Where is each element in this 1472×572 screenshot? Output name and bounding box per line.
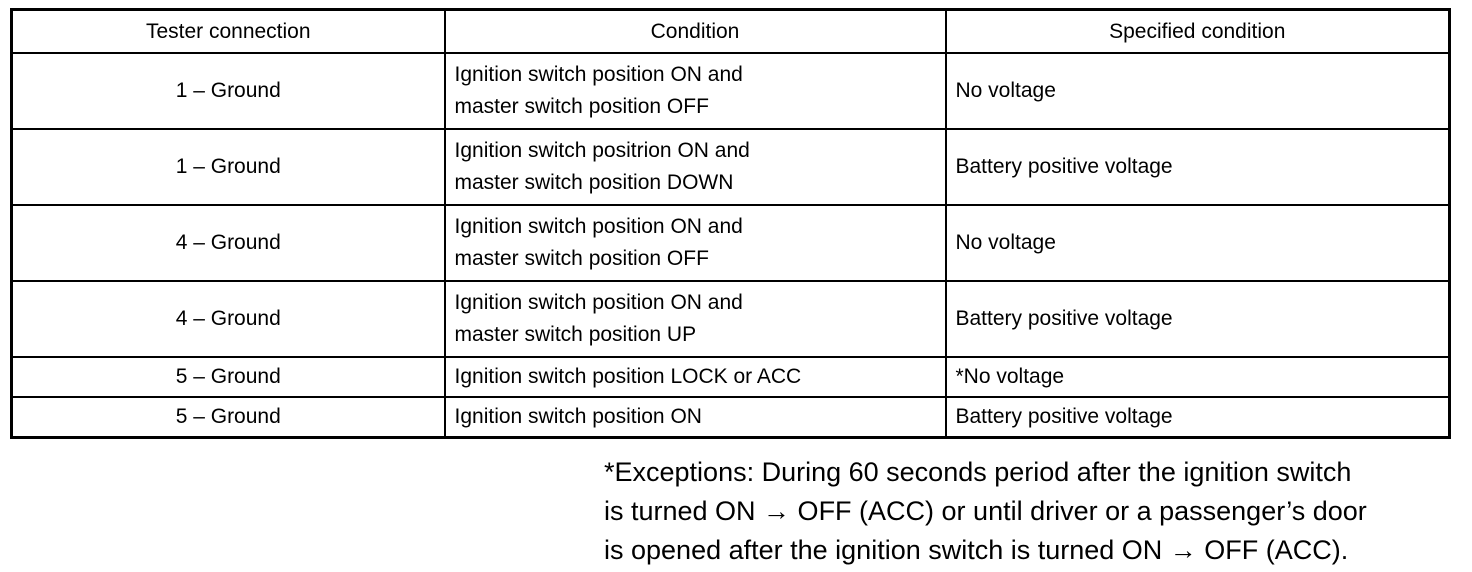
footnote-line: is turned ON → OFF (ACC) or until driver… — [604, 496, 1367, 526]
specified-condition-cell: Battery positive voltage — [944, 280, 1451, 358]
footnote-line: *Exceptions: During 60 seconds period af… — [604, 457, 1352, 487]
table-row: 5 – Ground Ignition switch position LOCK… — [10, 356, 1451, 398]
condition-cell: Ignition switch position ON and master s… — [443, 280, 947, 358]
tester-connection-table: Tester connection Condition Specified co… — [10, 8, 1451, 439]
condition-cell: Ignition switch positrion ON and master … — [443, 128, 947, 206]
tester-connection-cell: 5 – Ground — [10, 356, 446, 398]
header-condition: Condition — [443, 8, 947, 54]
condition-line: master switch position UP — [454, 323, 697, 346]
table-row: 4 – Ground Ignition switch position ON a… — [10, 280, 1451, 358]
condition-line: master switch position OFF — [454, 95, 709, 118]
condition-line: Ignition switch position ON and — [454, 215, 743, 238]
tester-connection-cell: 4 – Ground — [10, 204, 446, 282]
table-row: 1 – Ground Ignition switch positrion ON … — [10, 128, 1451, 206]
specified-condition-cell: *No voltage — [944, 356, 1451, 398]
condition-line: master switch position DOWN — [454, 171, 734, 194]
condition-cell: Ignition switch position ON and master s… — [443, 204, 947, 282]
specified-condition-cell: Battery positive voltage — [944, 128, 1451, 206]
tester-connection-cell: 1 – Ground — [10, 128, 446, 206]
condition-cell: Ignition switch position LOCK or ACC — [443, 356, 947, 398]
table-row: 1 – Ground Ignition switch position ON a… — [10, 52, 1451, 130]
footnote-line: is opened after the ignition switch is t… — [604, 535, 1349, 565]
specified-condition-cell: No voltage — [944, 52, 1451, 130]
condition-line: Ignition switch position LOCK or ACC — [454, 365, 802, 388]
table-header-row: Tester connection Condition Specified co… — [10, 8, 1451, 54]
header-specified-condition: Specified condition — [944, 8, 1451, 54]
condition-line: master switch position OFF — [454, 247, 709, 270]
condition-line: Ignition switch positrion ON and — [454, 139, 750, 162]
table-row: 5 – Ground Ignition switch position ON B… — [10, 396, 1451, 439]
tester-connection-cell: 4 – Ground — [10, 280, 446, 358]
condition-line: Ignition switch position ON and — [454, 63, 743, 86]
condition-line: Ignition switch position ON — [454, 405, 702, 428]
header-tester-connection: Tester connection — [10, 8, 446, 54]
condition-cell: Ignition switch position ON and master s… — [443, 52, 947, 130]
specified-condition-cell: Battery positive voltage — [944, 396, 1451, 439]
table-row: 4 – Ground Ignition switch position ON a… — [10, 204, 1451, 282]
tester-connection-cell: 5 – Ground — [10, 396, 446, 439]
exceptions-footnote: *Exceptions: During 60 seconds period af… — [604, 453, 1454, 570]
condition-cell: Ignition switch position ON — [443, 396, 947, 439]
condition-line: Ignition switch position ON and — [454, 291, 743, 314]
specified-condition-cell: No voltage — [944, 204, 1451, 282]
tester-connection-cell: 1 – Ground — [10, 52, 446, 130]
